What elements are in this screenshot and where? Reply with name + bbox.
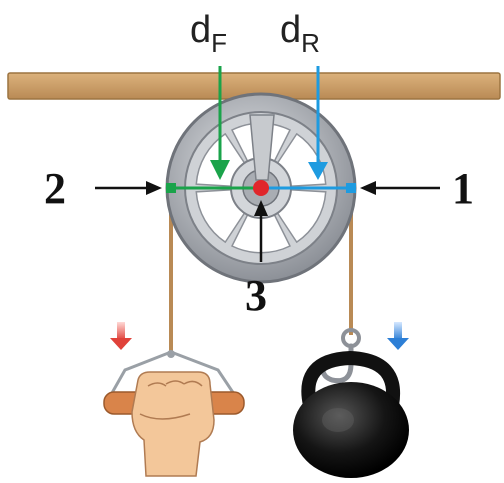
pointer-2-head — [146, 181, 162, 195]
point-2-marker — [166, 183, 176, 193]
label-point-3: 3 — [245, 271, 267, 320]
label-point-1: 1 — [452, 164, 474, 213]
dR-arrowhead — [308, 162, 328, 180]
label-point-2: 2 — [44, 164, 66, 213]
label-dF: dF — [190, 9, 227, 58]
pointer-3-head — [254, 200, 268, 216]
dF-arrowhead — [210, 160, 230, 180]
force-arrow-blue — [387, 322, 409, 350]
hand-on-handle — [103, 350, 245, 477]
pointer-1-head — [360, 181, 376, 195]
point-1-marker — [346, 183, 356, 193]
force-arrow-red — [110, 322, 132, 350]
axle-center-dot — [253, 180, 269, 196]
kettlebell — [293, 350, 409, 478]
label-dR: dR — [280, 9, 320, 58]
pulley-bracket-arm — [249, 114, 275, 181]
